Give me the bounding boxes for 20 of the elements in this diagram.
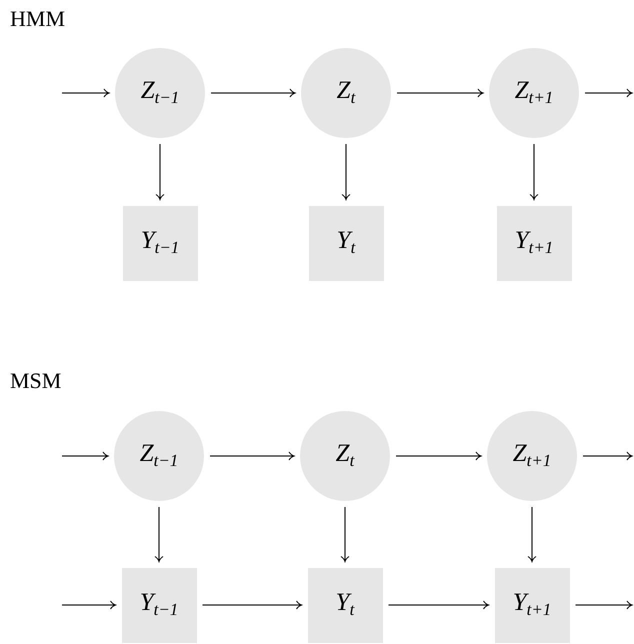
variable-label: Y$_{t−1}$ bbox=[140, 589, 178, 621]
variable-label: Z$_{t−1}$ bbox=[140, 440, 178, 472]
variable-label: Y$_{t}$ bbox=[336, 589, 354, 621]
variable-label: Y$_{t−1}$ bbox=[140, 227, 180, 259]
observation-box bbox=[308, 568, 382, 642]
observation-box bbox=[496, 206, 572, 280]
observation-box bbox=[122, 568, 196, 642]
observation-box bbox=[122, 206, 198, 280]
variable-label: Z$_{t}$ bbox=[336, 77, 356, 109]
variable-label: Z$_{t+1}$ bbox=[514, 77, 554, 109]
variable-label: Z$_{t}$ bbox=[336, 440, 354, 472]
variable-label: Y$_{t+1}$ bbox=[514, 227, 554, 259]
panel-title: MSM bbox=[10, 368, 62, 394]
observation-box bbox=[308, 206, 384, 280]
panel-title: HMM bbox=[10, 6, 66, 32]
variable-label: Y$_{t}$ bbox=[336, 227, 356, 259]
variable-label: Y$_{t+1}$ bbox=[512, 589, 552, 621]
variable-label: Z$_{t−1}$ bbox=[140, 77, 180, 109]
variable-label: Z$_{t+1}$ bbox=[512, 440, 552, 472]
observation-box bbox=[494, 568, 570, 642]
